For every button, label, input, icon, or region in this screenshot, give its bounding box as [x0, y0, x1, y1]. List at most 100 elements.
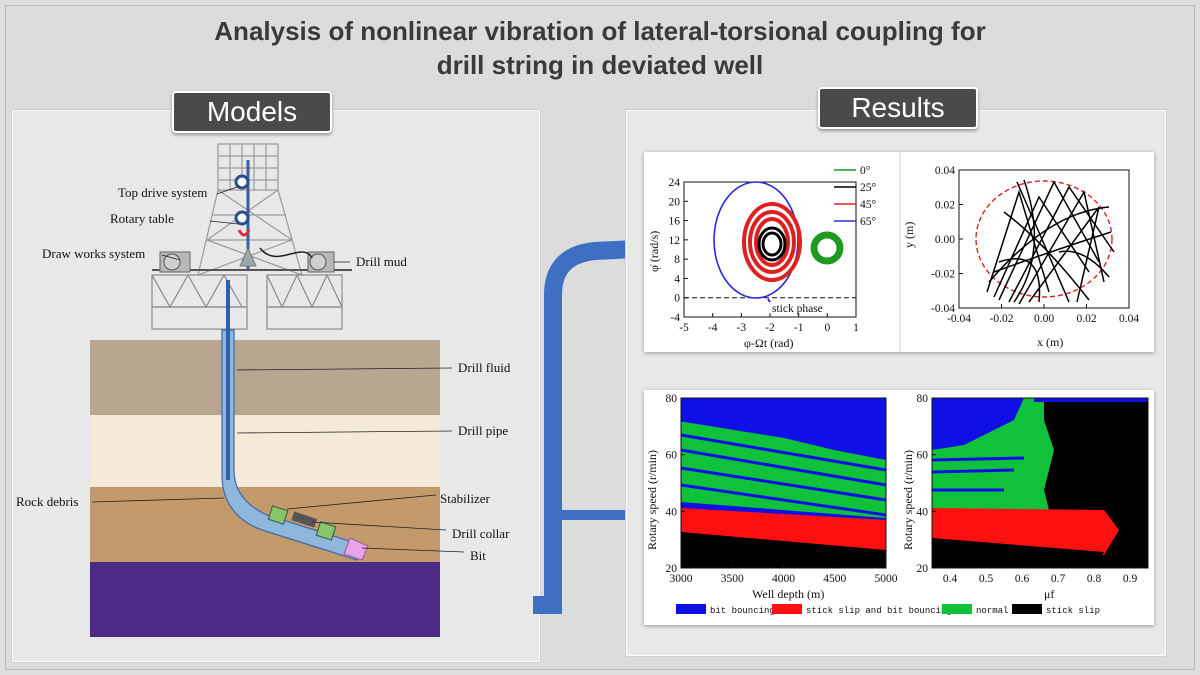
map2-y-tick-2: 40	[917, 506, 929, 518]
map1-x-tick-3: 4500	[823, 573, 846, 585]
results-heading: Results	[818, 87, 978, 129]
map1-x-tick-1: 3500	[721, 573, 744, 585]
legend-swatch-bit-bouncing	[676, 604, 706, 614]
strata	[90, 340, 440, 637]
legend-25deg: 25°	[860, 182, 877, 194]
orbit-x-tick-1: -0.02	[990, 313, 1014, 325]
map1-x-tick-0: 3000	[670, 573, 693, 585]
label-draw-works: Draw works system	[42, 246, 145, 261]
label-drill-mud: Drill mud	[356, 254, 407, 269]
orbit-xlabel: x (m)	[1037, 335, 1063, 349]
orbit-x-tick-3: 0.02	[1076, 313, 1096, 325]
phase-x-tick-3: -2	[765, 322, 775, 334]
legend-swatch-stick-slip	[1012, 604, 1042, 614]
phase-y-tick-3: 12	[669, 235, 681, 247]
map1-regions	[680, 398, 887, 568]
stabilizer-2	[315, 521, 337, 541]
phase-legend: 0° 25° 45° 65°	[834, 165, 877, 228]
phase-x-tick-2: -3	[737, 322, 747, 334]
map2-y-tick-1: 60	[917, 450, 929, 462]
map2-y-tick-3: 20	[917, 563, 929, 575]
legend-0deg: 0°	[860, 165, 871, 177]
phase-y-tick-5: 4	[674, 273, 680, 285]
map1-y-tick-1: 60	[666, 450, 678, 462]
label-drill-pipe: Drill pipe	[458, 423, 508, 438]
phase-x-tick-1: -4	[708, 322, 718, 334]
legend-normal: normal	[976, 606, 1008, 616]
orbit-trajectory	[986, 179, 1115, 305]
draw-works-icon	[159, 251, 191, 273]
map2-y-tick-0: 80	[917, 393, 929, 405]
derrick	[197, 143, 303, 276]
legend-swatch-stick-slip-bit-bouncing	[772, 604, 802, 614]
map1-y-tick-2: 40	[666, 506, 678, 518]
map-legend: bit bouncing stick slip and bit bouncing…	[676, 604, 1100, 616]
figure-title: Analysis of nonlinear vibration of later…	[0, 14, 1200, 82]
phase-curve-25	[757, 226, 787, 262]
drill-collar	[291, 511, 317, 528]
label-rotary-table: Rotary table	[110, 211, 174, 226]
stratum-2	[90, 415, 440, 487]
stabilizer-1	[267, 505, 289, 525]
orbit-x-tick-0: -0.04	[947, 313, 971, 325]
map1-ylabel: Rotary speed (r/min)	[645, 450, 659, 550]
legend-45deg: 45°	[860, 199, 877, 211]
map2-x-tick-3: 0.7	[1051, 573, 1066, 585]
label-drill-collar: Drill collar	[452, 526, 510, 541]
phase-y-tick-7: -4	[670, 312, 680, 324]
map2-xlabel: μf	[1044, 587, 1054, 601]
map2-ylabel: Rotary speed (r/min)	[904, 450, 915, 550]
phase-y-tick-1: 20	[669, 196, 681, 208]
map1-x-tick-4: 5000	[875, 573, 898, 585]
phase-y-tick-0: 24	[669, 177, 681, 189]
drill-pipe	[221, 280, 369, 561]
orbit-y-tick-3: -0.02	[931, 269, 955, 281]
map1-y-tick-0: 80	[666, 393, 678, 405]
legend-stick-slip: stick slip	[1046, 606, 1100, 616]
orbit-ylabel: y (m)	[902, 222, 916, 248]
legend-bit-bouncing: bit bouncing	[710, 606, 775, 616]
label-top-drive: Top drive system	[118, 185, 207, 200]
map1-xlabel: Well depth (m)	[752, 587, 824, 601]
legend-65deg: 65°	[860, 216, 877, 228]
orbit-x-tick-2: 0.00	[1034, 313, 1054, 325]
phase-y-tick-2: 16	[669, 216, 681, 228]
legend-stick-slip-bit-bouncing: stick slip and bit bouncing	[806, 606, 952, 616]
phase-x-tick-4: -1	[794, 322, 804, 334]
label-stabilizer: Stabilizer	[440, 491, 490, 506]
phase-curve-45	[742, 202, 802, 282]
map1-y-tick-3: 20	[666, 563, 678, 575]
map2-x-tick-2: 0.6	[1015, 573, 1030, 585]
title-line-1: Analysis of nonlinear vibration of later…	[214, 16, 986, 46]
models-heading: Models	[172, 91, 332, 133]
map1-x-tick-2: 4000	[772, 573, 795, 585]
orbit-x-tick-4: 0.04	[1119, 313, 1139, 325]
phase-annotation: stick phase	[772, 303, 823, 315]
orbit-y-tick-1: 0.02	[935, 200, 955, 212]
phase-x-tick-6: 1	[853, 322, 859, 334]
drilling-rig-diagram: Top drive system Rotary table Draw works…	[16, 143, 511, 637]
bit	[343, 537, 369, 561]
phase-x-tick-0: -5	[679, 322, 689, 334]
label-rock-debris: Rock debris	[16, 494, 78, 509]
orbit-boundary	[975, 180, 1113, 298]
phase-x-tick-5: 0	[824, 322, 830, 334]
phase-curve-0	[810, 231, 844, 265]
map2-x-tick-0: 0.4	[943, 573, 958, 585]
phase-xlabel: φ-Ωt (rad)	[744, 336, 794, 350]
leader-lines	[91, 185, 465, 553]
stratum-1	[90, 340, 440, 415]
map2-x-tick-4: 0.8	[1087, 573, 1102, 585]
mud-pump-icon	[307, 251, 335, 273]
title-line-2: drill string in deviated well	[436, 50, 764, 80]
label-drill-fluid: Drill fluid	[458, 360, 511, 375]
map2-regions	[931, 398, 1148, 568]
phase-y-tick-6: 0	[674, 293, 680, 305]
top-drive	[234, 160, 257, 270]
rig-platforms	[151, 269, 352, 330]
orbit-y-tick-0: 0.04	[935, 165, 955, 177]
